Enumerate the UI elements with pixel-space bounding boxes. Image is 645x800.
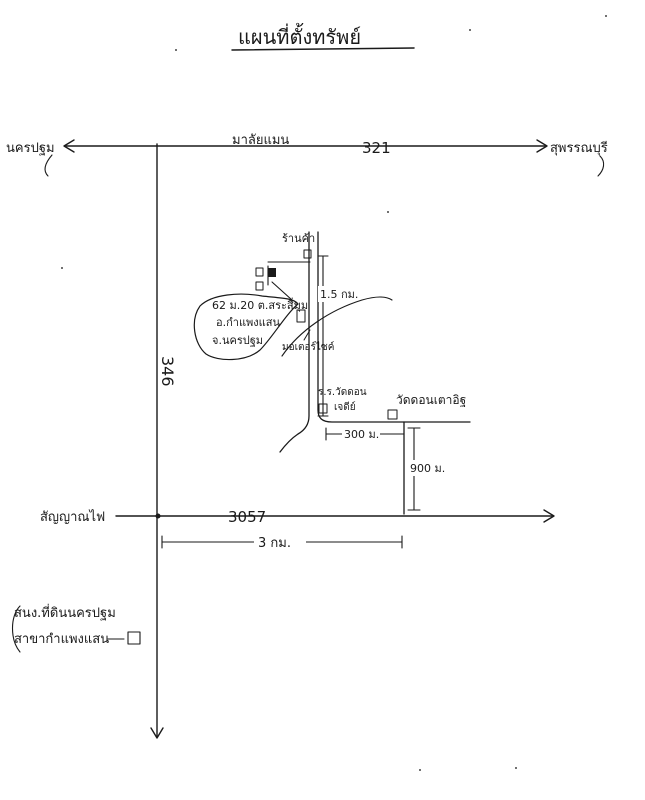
top-right-destination: สุพรรณบุรี [550,140,608,156]
house-marker-1 [255,267,264,277]
motorcycle-marker [296,309,306,323]
soi-road-west-edge [279,231,310,453]
temple-marker [387,409,398,420]
dim-300m-label: 300 ม. [344,428,379,441]
vertical-road-number: 346 [158,356,177,387]
land-office-bracket [11,605,21,653]
traffic-light-label: สัญญาณไฟ [40,509,105,525]
school-marker [318,403,328,414]
left-destination-curl [44,154,53,177]
map-title: แผนที่ตั้งทรัพย์ [238,23,361,49]
top-road-number: 321 [362,139,391,157]
shop-label: ร้านค้า [282,232,315,245]
dim-1-5km-label-bg [318,286,360,302]
scan-speck [387,211,389,213]
school-label-line2: เจดีย์ [334,401,356,413]
traffic-light-marker [155,513,161,519]
callout-pointer [271,281,293,301]
scan-speck [419,769,421,771]
road-346-down-arrow [150,727,164,739]
property-callout-bubble [193,293,299,361]
property-address-line2: อ.กำแพงแสน [216,316,280,329]
dim-900m-label: 900 ม. [410,462,445,475]
top-left-destination: นครปฐม [6,141,55,156]
top-road-name: มาลัยแมน [232,133,289,148]
motorcycle-label: มอเตอร์ไซค์ [282,341,334,353]
motorcycle-to-road [303,329,311,341]
school-label-line1: ร.ร.วัดดอน [318,387,367,398]
scan-speck [515,767,517,769]
road-3057-right-arrow [543,509,555,523]
dim-3km-label: 3 กม. [258,536,291,551]
land-office-marker [127,631,141,645]
dim-1-5km-label: 1.5 กม. [320,288,358,301]
scan-speck [175,49,177,51]
right-destination-curl [597,155,605,177]
scan-speck [469,29,471,31]
dim-300m-label-bg [342,426,380,442]
road-321-left-arrow [63,139,75,153]
house-marker-2 [255,281,264,291]
shop-marker [303,249,312,259]
bottom-road-number: 3057 [228,508,266,526]
property-address-line1: 62 ม.20 ต.สระสี่มุม [212,297,308,312]
dim-900m-label-bg [408,460,446,476]
land-office-line2: สาขากำแพงแสน [14,632,109,647]
title-underline [231,47,415,51]
scan-speck [605,15,607,17]
property-marker [268,268,276,277]
dim-3km-label-bg [254,532,306,552]
scan-speck [61,267,63,269]
soi-road-east-edge [317,231,471,423]
road-321-right-arrow [536,139,548,153]
stream-curve [281,296,393,357]
temple-label: วัดดอนเตาอิฐ [396,393,466,407]
property-address-line3: จ.นครปฐม [212,334,263,347]
land-office-line1: สนง.ที่ดินนครปฐม [14,604,116,621]
